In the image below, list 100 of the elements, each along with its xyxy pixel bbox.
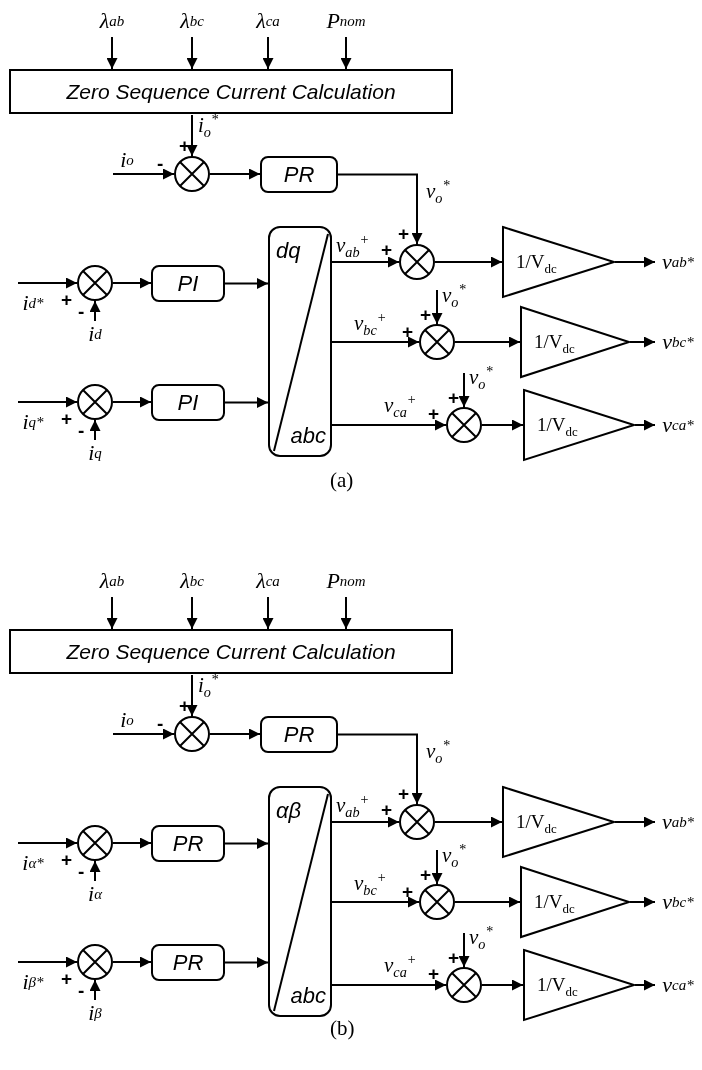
arrow bbox=[262, 36, 274, 70]
summing-junction bbox=[419, 324, 455, 360]
arrow bbox=[89, 860, 101, 882]
block-label: αβ bbox=[276, 798, 302, 824]
arrow bbox=[434, 816, 503, 828]
arrow bbox=[481, 419, 524, 431]
block-label: abc bbox=[290, 423, 326, 449]
arrow bbox=[629, 336, 656, 348]
summing-junction bbox=[174, 716, 210, 752]
gain-block bbox=[502, 226, 615, 298]
gain-label: 1/V$_{dc}$ bbox=[516, 251, 557, 273]
arrow bbox=[186, 674, 198, 717]
gain-label: 1/V$_{dc}$ bbox=[537, 974, 578, 996]
arrow bbox=[112, 956, 152, 968]
arrow bbox=[209, 728, 261, 740]
arrow bbox=[434, 256, 503, 268]
arrow bbox=[481, 979, 524, 991]
sign-label: + bbox=[428, 404, 440, 423]
arrow bbox=[458, 372, 470, 408]
gain-label: 1/V$_{dc}$ bbox=[537, 414, 578, 436]
arrow bbox=[431, 289, 443, 325]
arrow bbox=[17, 396, 78, 408]
calculation-block: Zero Sequence Current Calculation bbox=[9, 629, 453, 674]
sign-label: - bbox=[157, 714, 164, 733]
summing-junction bbox=[77, 825, 113, 861]
summing-junction bbox=[77, 265, 113, 301]
sign-label: - bbox=[78, 981, 85, 1000]
arrow bbox=[337, 173, 423, 245]
controller-block: PI bbox=[151, 265, 225, 302]
gain-label: 1/V$_{dc}$ bbox=[534, 331, 575, 353]
controller-block: PR bbox=[151, 944, 225, 981]
sign-label: + bbox=[381, 800, 393, 819]
arrow bbox=[340, 596, 352, 630]
arrow bbox=[431, 849, 443, 885]
sign-label: + bbox=[448, 948, 460, 967]
block-label: abc bbox=[290, 983, 326, 1009]
arrow bbox=[106, 36, 118, 70]
arrow bbox=[17, 837, 78, 849]
arrow bbox=[17, 277, 78, 289]
sign-label: + bbox=[61, 409, 73, 428]
sign-label: - bbox=[78, 302, 85, 321]
arrow bbox=[331, 979, 447, 991]
arrow bbox=[262, 596, 274, 630]
sign-label: + bbox=[61, 969, 73, 988]
arrow bbox=[186, 114, 198, 157]
arrow bbox=[112, 837, 152, 849]
gain-block bbox=[523, 949, 635, 1021]
arrow bbox=[454, 336, 521, 348]
arrow bbox=[634, 419, 656, 431]
arrow bbox=[331, 256, 400, 268]
arrow bbox=[112, 728, 175, 740]
gain-block bbox=[523, 389, 635, 461]
block-label: dq bbox=[276, 238, 301, 264]
sign-label: - bbox=[78, 421, 85, 440]
arrow bbox=[614, 816, 656, 828]
sign-label: - bbox=[78, 862, 85, 881]
arrow bbox=[331, 336, 420, 348]
arrow bbox=[186, 36, 198, 70]
arrow bbox=[614, 256, 656, 268]
sign-label: + bbox=[448, 388, 460, 407]
controller-block: PR bbox=[151, 825, 225, 862]
summing-junction bbox=[446, 407, 482, 443]
arrow bbox=[224, 838, 269, 849]
arrow bbox=[186, 596, 198, 630]
summing-junction bbox=[399, 804, 435, 840]
sign-label: + bbox=[402, 882, 414, 901]
gain-block bbox=[502, 786, 615, 858]
gain-block bbox=[520, 866, 630, 938]
summing-junction bbox=[77, 944, 113, 980]
arrow bbox=[106, 596, 118, 630]
arrow bbox=[331, 896, 420, 908]
arrow bbox=[112, 396, 152, 408]
arrow bbox=[340, 36, 352, 70]
transform-block bbox=[268, 786, 332, 1017]
summing-junction bbox=[446, 967, 482, 1003]
controller-block: PR bbox=[260, 156, 338, 193]
sign-label: + bbox=[402, 322, 414, 341]
transform-block bbox=[268, 226, 332, 457]
sign-label: - bbox=[157, 154, 164, 173]
caption: (b) bbox=[330, 1018, 355, 1039]
arrow bbox=[209, 168, 261, 180]
sign-label: + bbox=[398, 784, 410, 803]
arrow bbox=[331, 816, 400, 828]
arrow bbox=[629, 896, 656, 908]
arrow bbox=[458, 932, 470, 968]
sign-label: + bbox=[420, 305, 432, 324]
arrow bbox=[224, 957, 269, 968]
gain-block bbox=[520, 306, 630, 378]
arrow bbox=[454, 896, 521, 908]
arrow bbox=[112, 277, 152, 289]
sign-label: + bbox=[61, 290, 73, 309]
gain-label: 1/V$_{dc}$ bbox=[516, 811, 557, 833]
arrow bbox=[337, 733, 423, 805]
sign-label: + bbox=[381, 240, 393, 259]
arrow bbox=[224, 278, 269, 289]
sign-label: + bbox=[398, 224, 410, 243]
summing-junction bbox=[419, 884, 455, 920]
arrow bbox=[89, 419, 101, 441]
sign-label: + bbox=[420, 865, 432, 884]
summing-junction bbox=[174, 156, 210, 192]
